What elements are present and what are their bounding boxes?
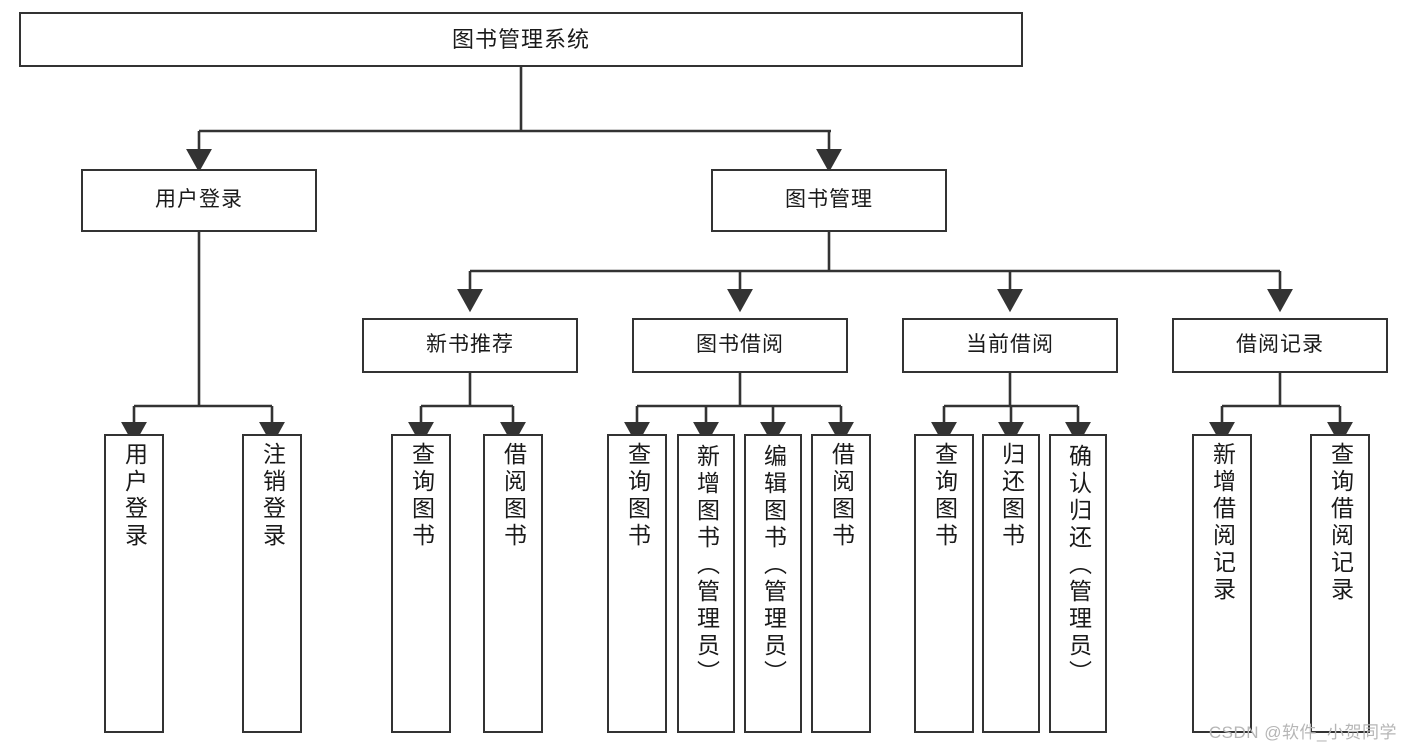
node-book-borrow[interactable]: 图书借阅	[632, 318, 848, 373]
leaf-borrow-borrow-book[interactable]: 借阅图书	[811, 434, 871, 733]
leaf-label: 查询借阅记录	[1327, 442, 1354, 604]
node-user-login[interactable]: 用户登录	[81, 169, 317, 232]
leaf-label: 归还图书	[998, 442, 1025, 550]
leaf-label: 确认归还（管理员）	[1065, 444, 1092, 687]
leaf-current-confirm-return[interactable]: 确认归还（管理员）	[1049, 434, 1107, 733]
leaf-label: 新增图书（管理员）	[693, 444, 720, 687]
node-borrow-record-label: 借阅记录	[1236, 333, 1324, 357]
leaf-user-login-login[interactable]: 用户登录	[104, 434, 164, 733]
leaf-label: 借阅图书	[500, 442, 527, 550]
leaf-label: 借阅图书	[828, 442, 855, 550]
node-new-book-recommend[interactable]: 新书推荐	[362, 318, 578, 373]
leaf-borrow-edit-book[interactable]: 编辑图书（管理员）	[744, 434, 802, 733]
leaf-label: 编辑图书（管理员）	[760, 444, 787, 687]
node-borrow-record[interactable]: 借阅记录	[1172, 318, 1388, 373]
node-current-borrow[interactable]: 当前借阅	[902, 318, 1118, 373]
node-book-borrow-label: 图书借阅	[696, 333, 784, 357]
leaf-label: 用户登录	[121, 442, 148, 550]
node-current-borrow-label: 当前借阅	[966, 333, 1054, 357]
leaf-borrow-add-book[interactable]: 新增图书（管理员）	[677, 434, 735, 733]
node-book-management[interactable]: 图书管理	[711, 169, 947, 232]
leaf-label: 查询图书	[624, 442, 651, 550]
leaf-label: 新增借阅记录	[1209, 442, 1236, 604]
watermark: CSDN @软件_小贺同学	[1208, 723, 1397, 742]
leaf-label: 查询图书	[931, 442, 958, 550]
node-book-management-label: 图书管理	[785, 188, 873, 212]
leaf-current-return-book[interactable]: 归还图书	[982, 434, 1040, 733]
node-new-book-recommend-label: 新书推荐	[426, 333, 514, 357]
leaf-new-book-query[interactable]: 查询图书	[391, 434, 451, 733]
leaf-label: 注销登录	[259, 442, 286, 550]
leaf-record-query[interactable]: 查询借阅记录	[1310, 434, 1370, 733]
leaf-label: 查询图书	[408, 442, 435, 550]
node-user-login-label: 用户登录	[155, 188, 243, 212]
leaf-user-login-logout[interactable]: 注销登录	[242, 434, 302, 733]
node-root-label: 图书管理系统	[451, 26, 590, 52]
leaf-record-add[interactable]: 新增借阅记录	[1192, 434, 1252, 733]
leaf-new-book-borrow[interactable]: 借阅图书	[483, 434, 543, 733]
leaf-borrow-query-book[interactable]: 查询图书	[607, 434, 667, 733]
node-root[interactable]: 图书管理系统	[19, 12, 1023, 67]
leaf-current-query-book[interactable]: 查询图书	[914, 434, 974, 733]
